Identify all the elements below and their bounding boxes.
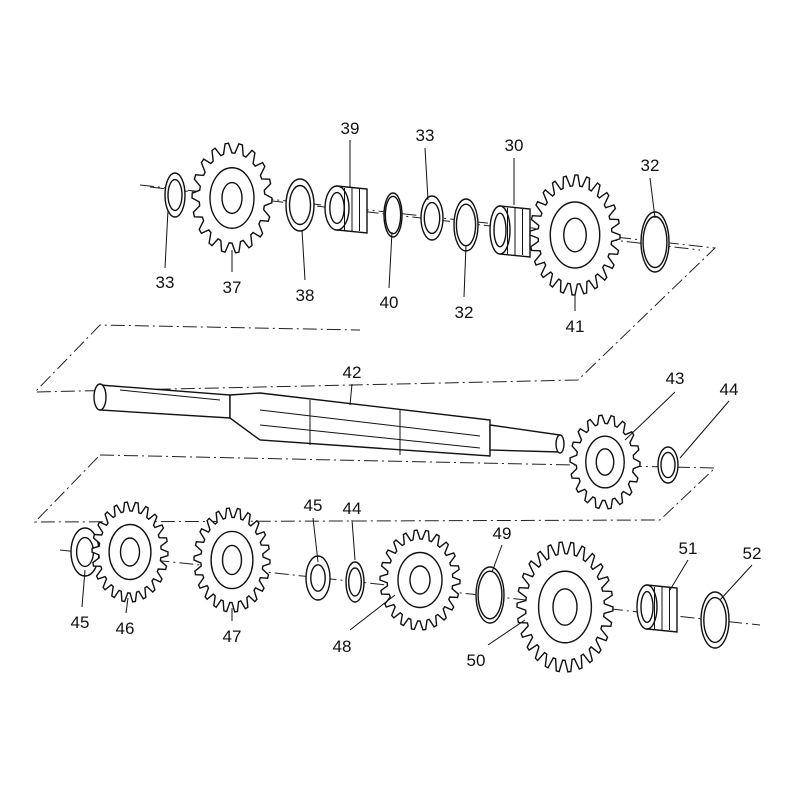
needle-bearing-30 — [489, 205, 531, 258]
gear-48 — [379, 529, 461, 631]
circlip-33 — [164, 172, 186, 218]
lock-washer-45b — [305, 555, 331, 601]
label-32: 32 — [455, 303, 474, 322]
ring-38 — [285, 178, 315, 232]
gear-41 — [529, 174, 621, 296]
circlip-33b — [420, 195, 444, 241]
label-39: 39 — [341, 119, 360, 138]
circlip-44b — [345, 561, 365, 603]
washer-32 — [453, 198, 479, 252]
label-51: 51 — [679, 539, 698, 558]
leader-lines — [81, 140, 753, 646]
label-42: 42 — [343, 363, 362, 382]
main-shaft — [93, 383, 565, 457]
label-40: 40 — [380, 293, 399, 312]
sprocket-37 — [191, 142, 273, 254]
gear-46 — [91, 501, 169, 603]
label-32b: 32 — [641, 156, 660, 175]
o-ring-40 — [383, 192, 403, 238]
needle-bearing-51 — [636, 584, 678, 633]
label-38: 38 — [296, 286, 315, 305]
label-33b: 33 — [416, 126, 435, 145]
label-45b: 45 — [304, 496, 323, 515]
label-45: 45 — [71, 613, 90, 632]
label-52: 52 — [743, 544, 762, 563]
label-43: 43 — [666, 369, 685, 388]
label-47: 47 — [223, 627, 242, 646]
label-37: 37 — [223, 278, 242, 297]
label-50: 50 — [467, 651, 486, 670]
label-46: 46 — [116, 619, 135, 638]
bottom-assembly-plane — [33, 454, 717, 523]
gear-43 — [569, 414, 641, 510]
washer-32b — [640, 211, 670, 273]
gear-47 — [193, 507, 271, 613]
circlip-44 — [657, 446, 679, 484]
washer-52 — [700, 591, 730, 649]
part-labels: 33 37 38 39 40 33 32 30 41 32 42 43 44 4… — [71, 119, 762, 670]
label-49: 49 — [493, 524, 512, 543]
gear-50 — [516, 541, 614, 673]
label-48: 48 — [333, 637, 352, 656]
top-assembly-plane — [33, 184, 717, 393]
label-41: 41 — [566, 317, 585, 336]
label-33: 33 — [156, 273, 175, 292]
bushing-39 — [324, 185, 368, 234]
label-30: 30 — [505, 136, 524, 155]
label-44: 44 — [720, 380, 739, 399]
label-44b: 44 — [343, 499, 362, 518]
washer-49 — [475, 566, 505, 624]
